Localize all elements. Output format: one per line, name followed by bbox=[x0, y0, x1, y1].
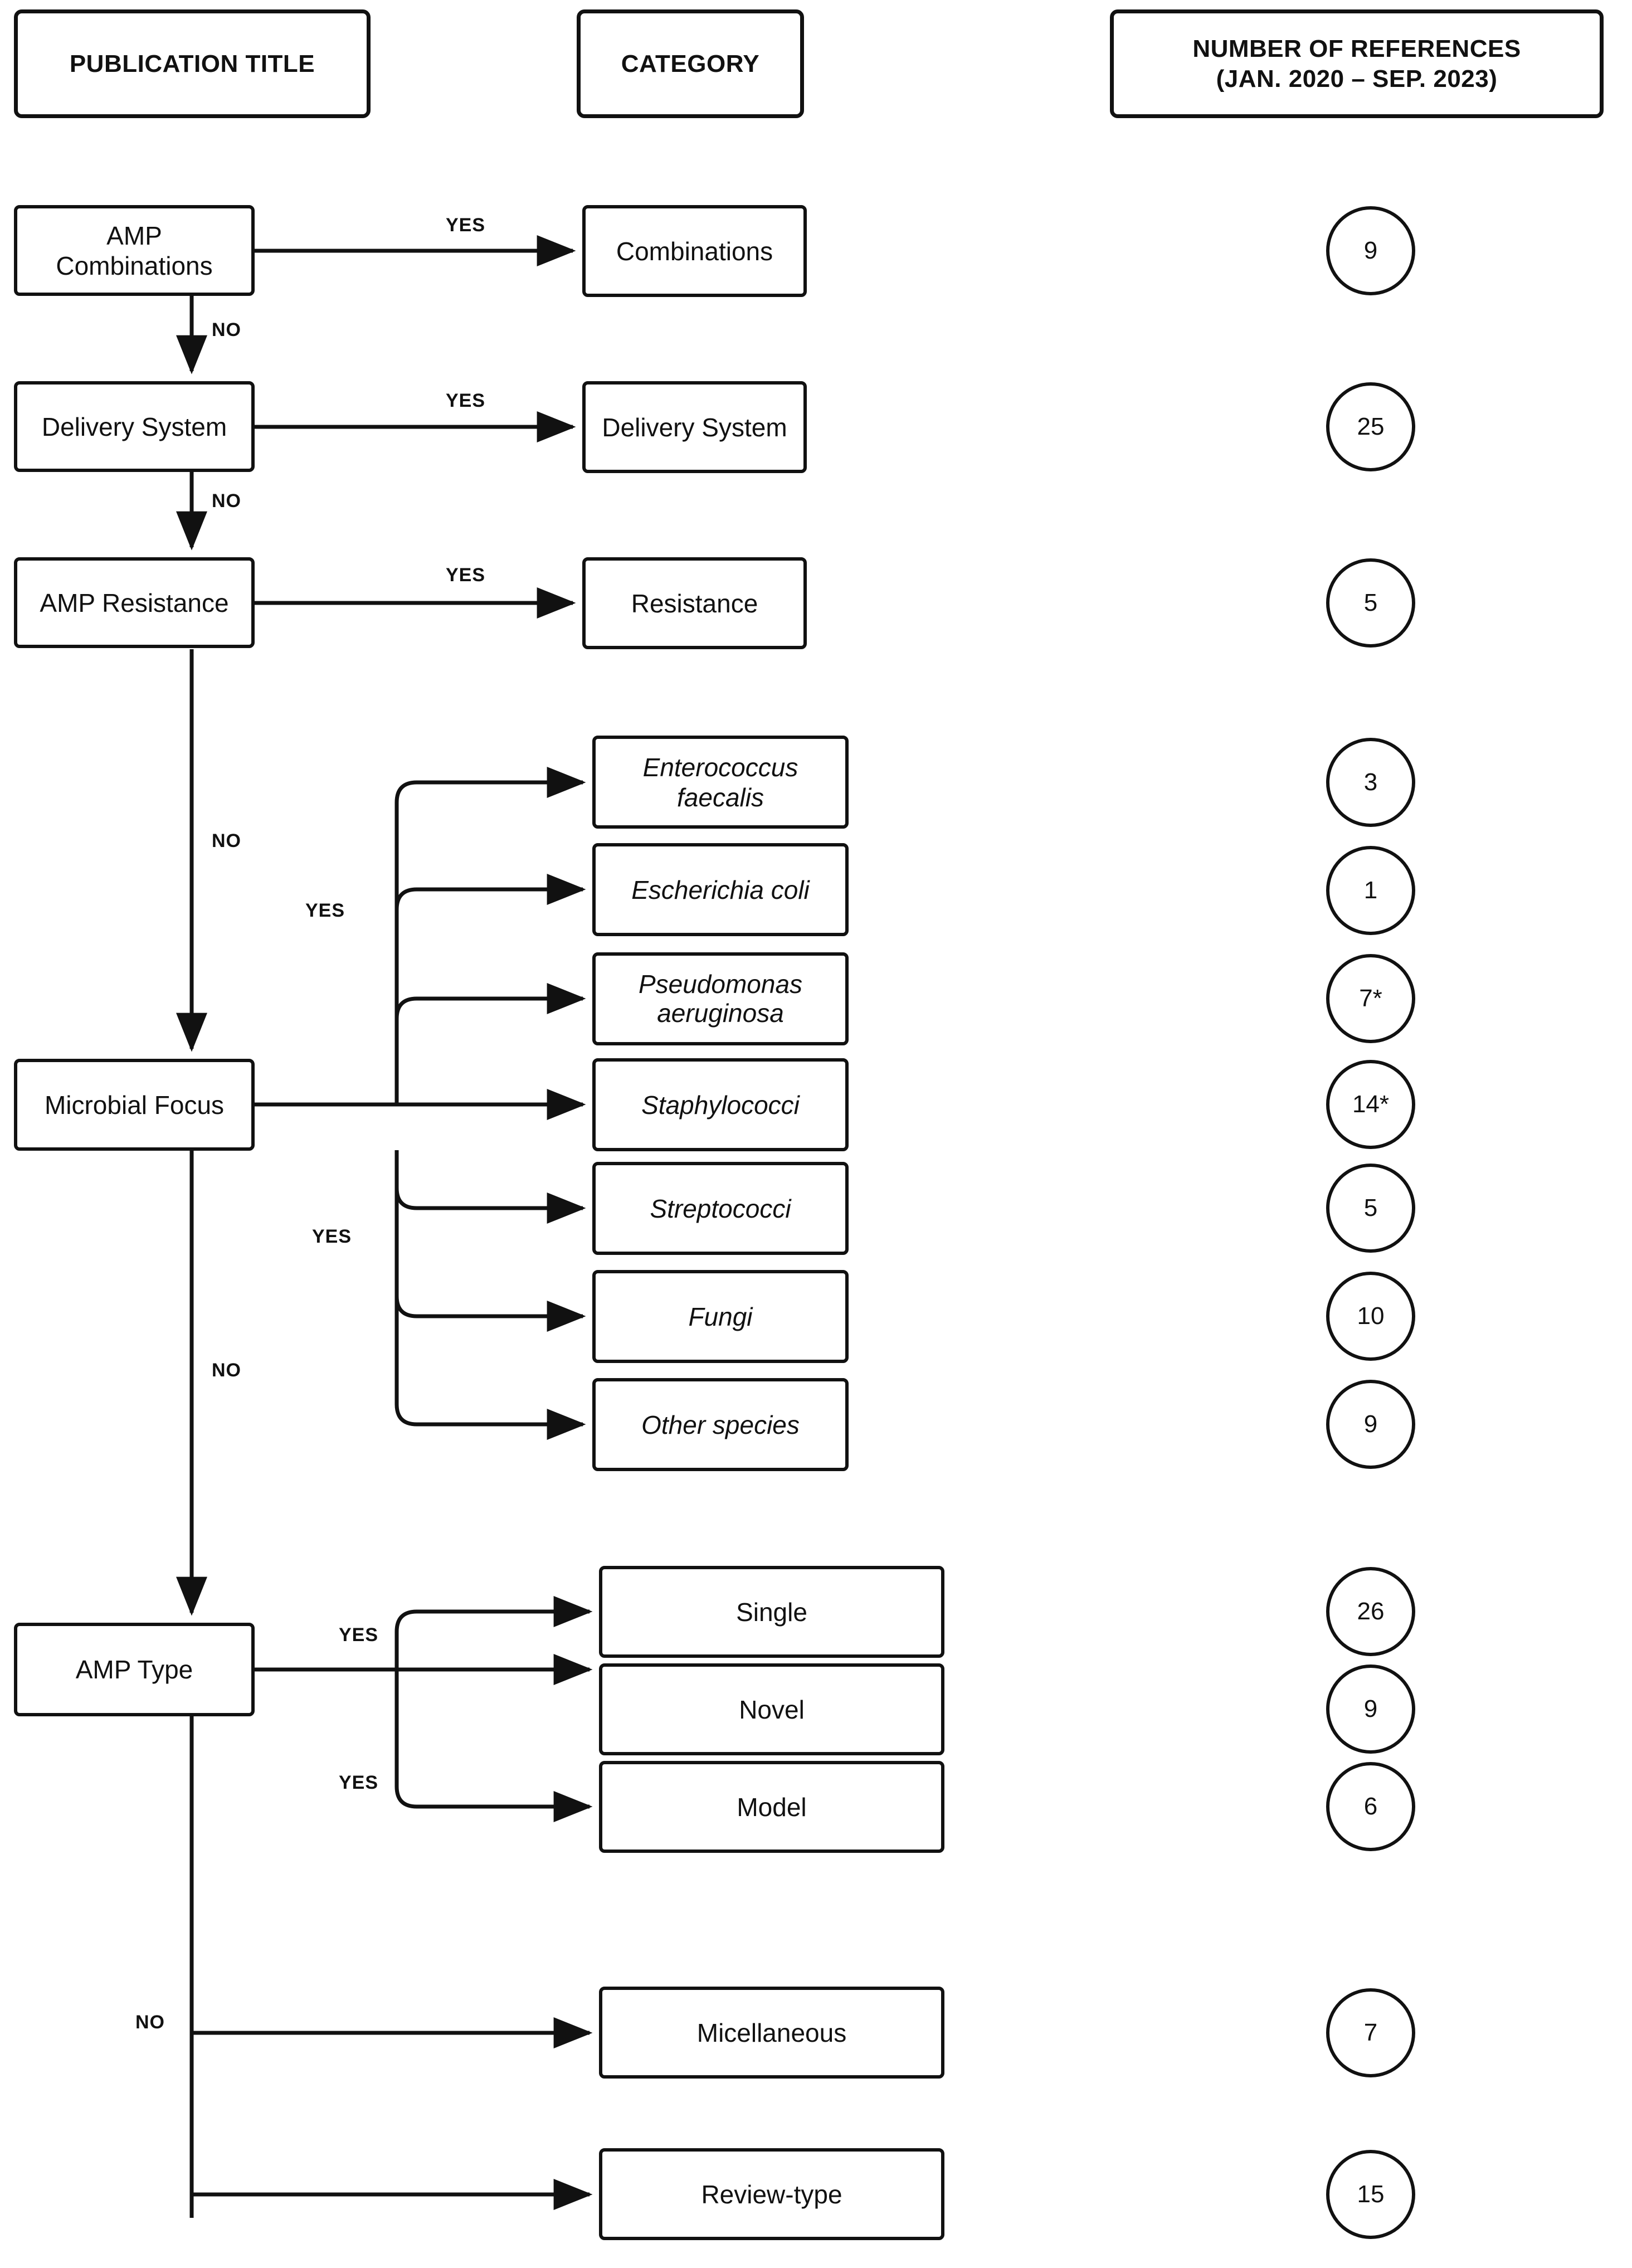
references-count-delivery-system-value: 25 bbox=[1357, 413, 1385, 440]
wire-single bbox=[394, 1596, 593, 1670]
wire-species-7 bbox=[394, 1150, 586, 1440]
category-model-label: Model bbox=[737, 1792, 807, 1822]
category-pseudomonas-aeruginosa[interactable]: Pseudomonas aeruginosa bbox=[592, 952, 849, 1045]
references-count-pseudomonas-aeruginosa: 7* bbox=[1326, 954, 1415, 1043]
header-category: CATEGORY bbox=[577, 9, 804, 118]
decision-amp-combinations-label: AMP Combinations bbox=[56, 221, 213, 280]
references-count-pseudomonas-aeruginosa-value: 7* bbox=[1359, 985, 1382, 1012]
references-count-staphylococci-value: 14* bbox=[1352, 1091, 1390, 1118]
category-streptococci[interactable]: Streptococci bbox=[592, 1162, 849, 1255]
references-count-enterococcus-faecalis: 3 bbox=[1326, 738, 1415, 827]
decision-amp-type-label: AMP Type bbox=[75, 1655, 193, 1684]
edge-label-no-delivery: NO bbox=[212, 319, 241, 340]
references-count-resistance-value: 5 bbox=[1363, 589, 1378, 616]
category-fungi[interactable]: Fungi bbox=[592, 1270, 849, 1363]
category-novel[interactable]: Novel bbox=[599, 1663, 944, 1755]
category-single[interactable]: Single bbox=[599, 1566, 944, 1658]
header-references-line1: NUMBER OF REFERENCES bbox=[1192, 35, 1521, 62]
references-count-escherichia-coli-value: 1 bbox=[1363, 877, 1378, 904]
references-count-delivery-system: 25 bbox=[1326, 382, 1415, 471]
edge-label-yes-species-upper: YES bbox=[305, 900, 345, 921]
decision-delivery-system[interactable]: Delivery System bbox=[14, 381, 255, 472]
category-novel-label: Novel bbox=[739, 1695, 805, 1724]
references-count-staphylococci: 14* bbox=[1326, 1060, 1415, 1149]
header-references-line2: (JAN. 2020 – SEP. 2023) bbox=[1216, 65, 1498, 93]
references-count-other-species: 9 bbox=[1326, 1380, 1415, 1469]
edge-label-yes-combinations: YES bbox=[446, 215, 486, 236]
category-enterococcus-faecalis-label: Enterococcus faecalis bbox=[642, 752, 798, 812]
references-count-single-value: 26 bbox=[1357, 1598, 1385, 1625]
category-model[interactable]: Model bbox=[599, 1761, 944, 1853]
edge-label-yes-resistance: YES bbox=[446, 564, 486, 586]
decision-amp-combinations[interactable]: AMP Combinations bbox=[14, 205, 255, 296]
references-count-model: 6 bbox=[1326, 1762, 1415, 1851]
category-fungi-label: Fungi bbox=[688, 1302, 753, 1331]
references-count-single: 26 bbox=[1326, 1567, 1415, 1656]
edge-label-yes-delivery: YES bbox=[446, 390, 486, 411]
edge-label-no-resistance: NO bbox=[212, 490, 241, 512]
references-count-other-species-value: 9 bbox=[1363, 1410, 1378, 1438]
edge-label-no-microbial: NO bbox=[212, 830, 241, 851]
category-staphylococci[interactable]: Staphylococci bbox=[592, 1058, 849, 1151]
wire-species-1 bbox=[394, 767, 586, 1104]
references-count-combinations: 9 bbox=[1326, 206, 1415, 295]
header-number-of-references: NUMBER OF REFERENCES (JAN. 2020 – SEP. 2… bbox=[1110, 9, 1604, 118]
edge-label-yes-amp-type-upper: YES bbox=[339, 1624, 379, 1646]
references-count-combinations-value: 9 bbox=[1363, 237, 1378, 264]
category-escherichia-coli-label: Escherichia coli bbox=[631, 875, 810, 904]
category-resistance[interactable]: Resistance bbox=[582, 557, 807, 649]
edge-label-no-micellaneous: NO bbox=[135, 2012, 165, 2033]
edge-label-yes-amp-type-lower: YES bbox=[339, 1772, 379, 1793]
wire-species-2 bbox=[394, 874, 586, 1059]
category-review-type-label: Review-type bbox=[701, 2179, 842, 2209]
references-count-fungi-value: 10 bbox=[1357, 1302, 1385, 1330]
header-publication-title: PUBLICATION TITLE bbox=[14, 9, 371, 118]
references-count-escherichia-coli: 1 bbox=[1326, 846, 1415, 935]
category-pseudomonas-line1: Pseudomonas bbox=[638, 969, 803, 999]
references-count-review-type-value: 15 bbox=[1357, 2181, 1385, 2208]
decision-microbial-focus-label: Microbial Focus bbox=[44, 1090, 225, 1120]
wire-species-5 bbox=[394, 1150, 586, 1224]
references-count-resistance: 5 bbox=[1326, 558, 1415, 648]
category-combinations-label: Combinations bbox=[616, 236, 773, 266]
references-count-micellaneous: 7 bbox=[1326, 1988, 1415, 2077]
wire-model bbox=[394, 1670, 593, 1822]
category-delivery-system[interactable]: Delivery System bbox=[582, 381, 807, 473]
category-single-label: Single bbox=[736, 1597, 807, 1627]
decision-microbial-focus[interactable]: Microbial Focus bbox=[14, 1059, 255, 1151]
decision-delivery-system-label: Delivery System bbox=[41, 412, 227, 441]
decision-amp-resistance[interactable]: AMP Resistance bbox=[14, 557, 255, 648]
category-pseudomonas-line2: aeruginosa bbox=[657, 998, 784, 1028]
wire-species-6 bbox=[394, 1150, 586, 1332]
references-count-review-type: 15 bbox=[1326, 2150, 1415, 2239]
category-review-type[interactable]: Review-type bbox=[599, 2148, 944, 2240]
decision-amp-type[interactable]: AMP Type bbox=[14, 1623, 255, 1716]
wire-species-3 bbox=[394, 983, 586, 1059]
references-count-fungi: 10 bbox=[1326, 1272, 1415, 1361]
references-count-streptococci: 5 bbox=[1326, 1164, 1415, 1253]
references-count-streptococci-value: 5 bbox=[1363, 1194, 1378, 1221]
category-streptococci-label: Streptococci bbox=[650, 1194, 791, 1223]
edge-label-no-amp-type: NO bbox=[212, 1360, 241, 1381]
references-count-novel-value: 9 bbox=[1363, 1695, 1378, 1722]
category-micellaneous[interactable]: Micellaneous bbox=[599, 1987, 944, 2079]
references-count-novel: 9 bbox=[1326, 1665, 1415, 1754]
header-publication-title-label: PUBLICATION TITLE bbox=[69, 50, 315, 77]
references-count-micellaneous-value: 7 bbox=[1363, 2019, 1378, 2046]
category-staphylococci-label: Staphylococci bbox=[641, 1090, 800, 1120]
references-count-model-value: 6 bbox=[1363, 1793, 1378, 1820]
edge-label-yes-species-lower: YES bbox=[312, 1226, 352, 1247]
category-resistance-label: Resistance bbox=[631, 588, 758, 618]
category-micellaneous-label: Micellaneous bbox=[696, 2018, 847, 2047]
header-category-label: CATEGORY bbox=[621, 50, 760, 77]
references-count-enterococcus-faecalis-value: 3 bbox=[1363, 768, 1378, 796]
category-other-species[interactable]: Other species bbox=[592, 1378, 849, 1471]
category-enterococcus-faecalis[interactable]: Enterococcus faecalis bbox=[592, 736, 849, 829]
category-other-species-label: Other species bbox=[641, 1410, 800, 1439]
category-combinations[interactable]: Combinations bbox=[582, 205, 807, 297]
decision-amp-resistance-label: AMP Resistance bbox=[40, 588, 229, 617]
category-delivery-system-label: Delivery System bbox=[602, 412, 787, 442]
category-escherichia-coli[interactable]: Escherichia coli bbox=[592, 843, 849, 936]
